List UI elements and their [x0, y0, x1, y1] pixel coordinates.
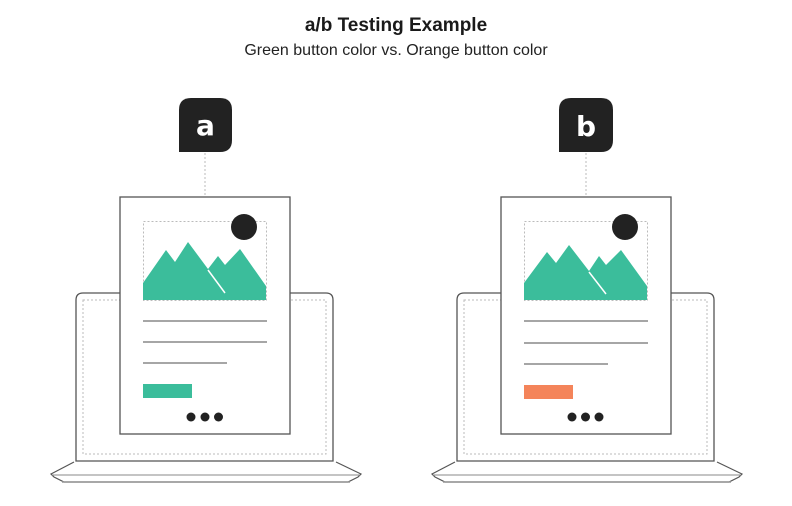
ellipsis-dots-icon [186, 412, 223, 422]
mountain-sun-image-icon [524, 214, 648, 301]
page-title: a/b Testing Example [304, 15, 488, 36]
variant-badge-label: a [196, 109, 215, 142]
variant-badge-label: b [576, 110, 596, 143]
sun-icon [612, 214, 638, 240]
cta-button-orange[interactable] [524, 385, 573, 399]
cta-button-green[interactable] [143, 384, 192, 398]
document-page-icon [500, 196, 672, 435]
document-page-icon [119, 196, 291, 435]
mountain-sun-image-icon [143, 214, 267, 301]
variant-badge-a: a [179, 98, 232, 152]
header: a/b Testing Example Green button color v… [0, 14, 792, 62]
variant-a: a [49, 98, 363, 483]
variant-b: b [430, 98, 744, 483]
ellipsis-dots-icon [567, 412, 604, 422]
sun-icon [231, 214, 257, 240]
variant-badge-b: b [559, 98, 613, 152]
page-subtitle: Green button color vs. Orange button col… [244, 42, 548, 59]
